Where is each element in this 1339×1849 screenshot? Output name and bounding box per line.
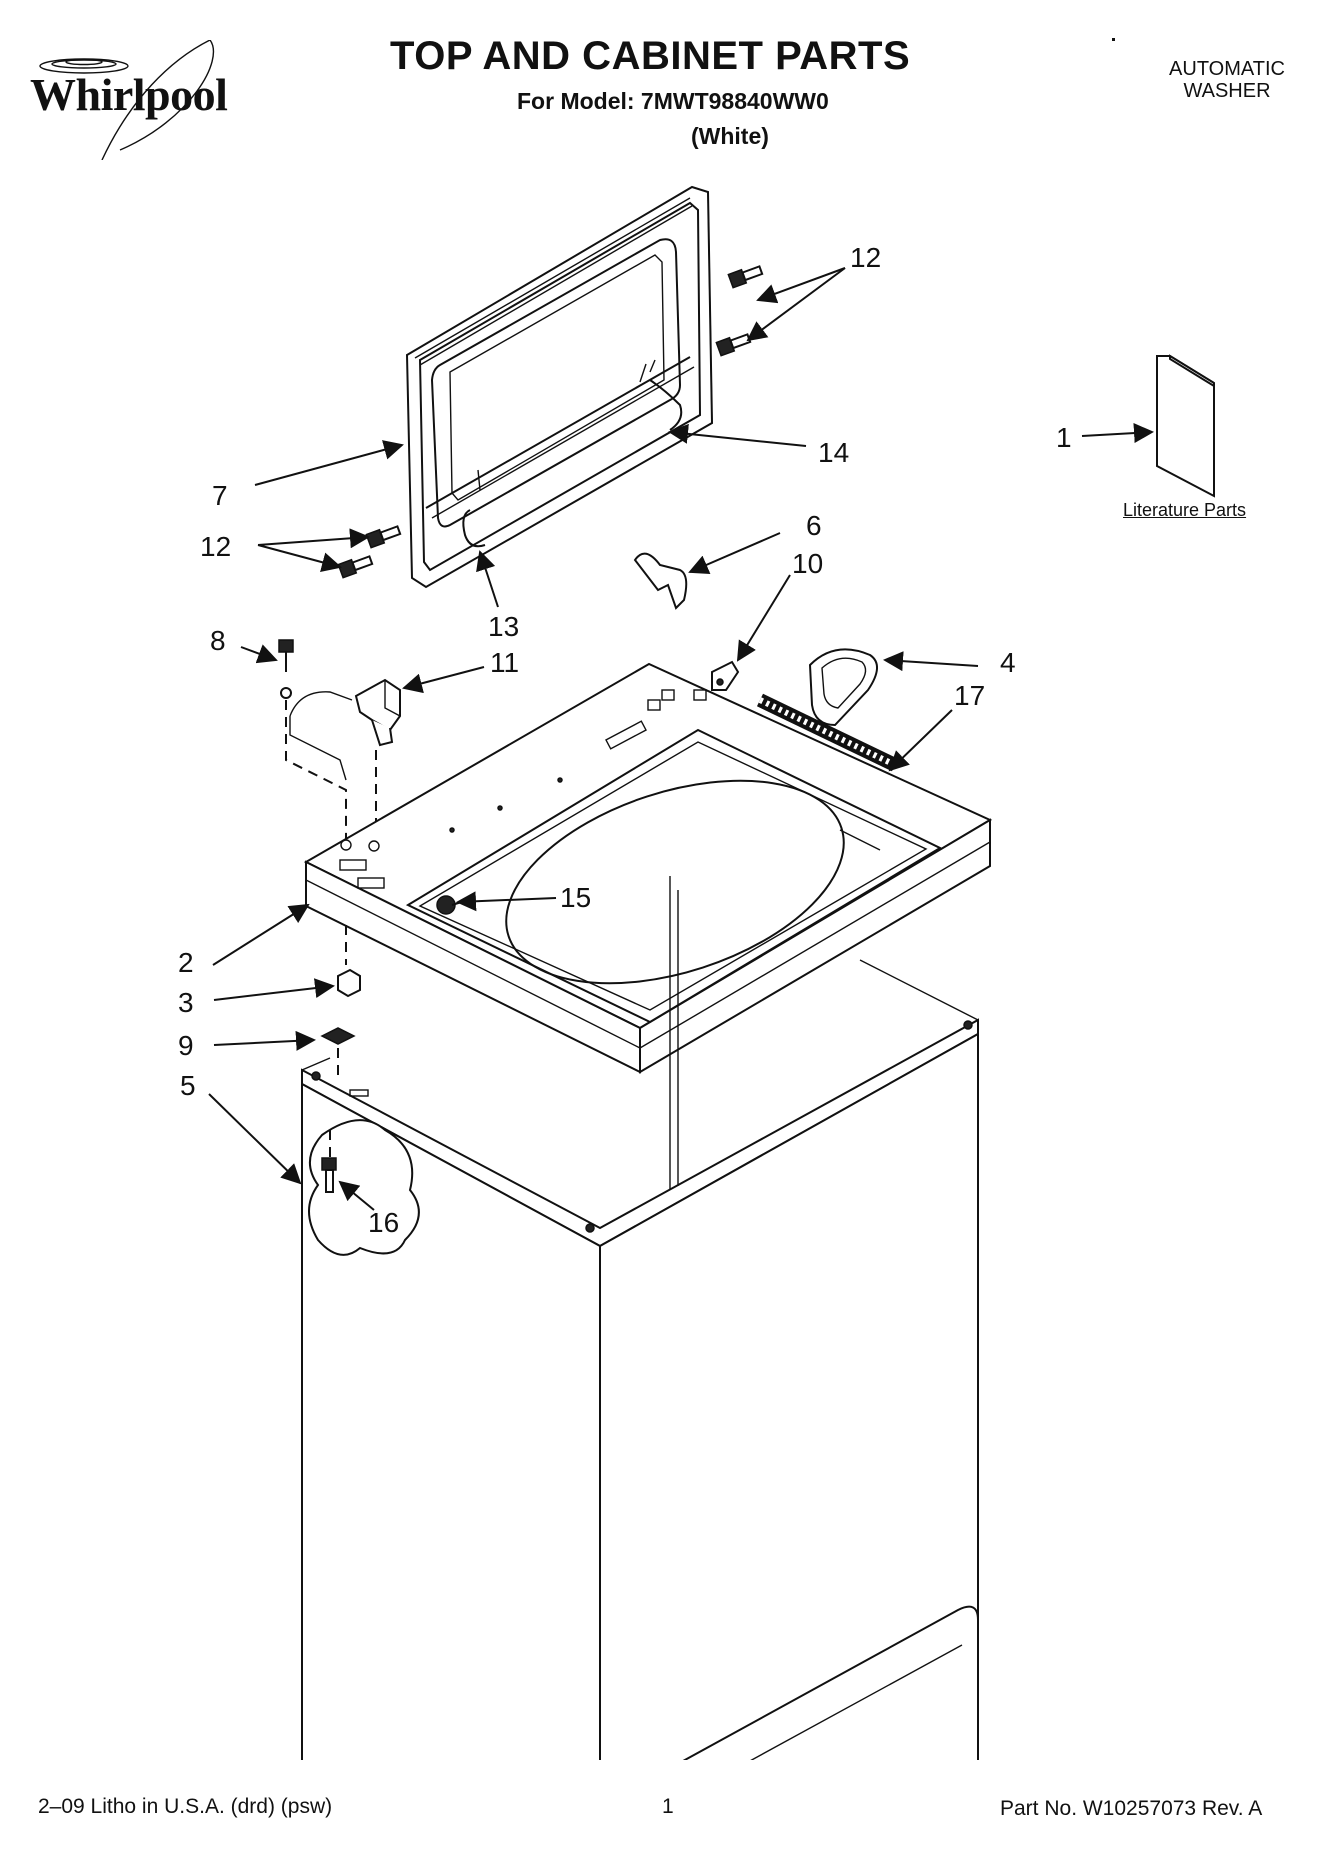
cabinet — [301, 876, 979, 1760]
exploded-parts-diagram: 1 2 3 4 5 6 7 8 9 10 11 12 12 13 14 15 1… — [178, 185, 1215, 1760]
dot-mark — [1112, 38, 1115, 41]
callout-16: 16 — [368, 1207, 399, 1238]
literature-parts-caption: Literature Parts — [1123, 500, 1247, 520]
small-clip — [711, 660, 740, 691]
callout-2: 2 — [178, 947, 194, 978]
callout-10: 10 — [792, 548, 823, 579]
dispenser-cup — [808, 648, 878, 727]
callout-12-left: 12 — [200, 531, 231, 562]
whirlpool-logo: Whirlpool — [20, 40, 270, 160]
callout-14: 14 — [818, 437, 849, 468]
callout-9: 9 — [178, 1030, 194, 1061]
footer-part-number: Part No. W10257073 Rev. A — [1000, 1797, 1263, 1820]
lid-screws-left — [337, 525, 402, 579]
color-variant: (White) — [691, 123, 769, 149]
top-panel — [303, 662, 993, 1074]
washer-lid — [405, 185, 714, 589]
lid-switch — [289, 678, 401, 781]
callout-11: 11 — [490, 647, 519, 678]
callout-numbers: 1 2 3 4 5 6 7 8 9 10 11 12 12 13 14 15 1… — [178, 242, 1072, 1238]
logo-swirl-icon — [39, 40, 215, 160]
callout-5: 5 — [180, 1070, 196, 1101]
footer-page-number: 1 — [662, 1795, 674, 1818]
square-clip — [320, 1027, 356, 1045]
lid-screws-top — [715, 265, 764, 357]
callout-13: 13 — [488, 611, 519, 642]
product-type: AUTOMATIC WASHER — [1152, 58, 1302, 102]
callout-8: 8 — [210, 625, 226, 656]
callout-7: 7 — [212, 480, 228, 511]
callout-leaders — [208, 267, 1154, 1211]
callout-1: 1 — [1056, 422, 1072, 453]
page-title: TOP AND CABINET PARTS — [390, 34, 911, 78]
product-type-line2: WASHER — [1183, 80, 1271, 102]
brand-name: Whirlpool — [30, 69, 228, 120]
switch-screw — [278, 639, 294, 699]
model-number: For Model: 7MWT98840WW0 — [517, 88, 829, 114]
callout-12-top: 12 — [850, 242, 881, 273]
callout-6: 6 — [806, 510, 822, 541]
footer-print-info: 2–09 Litho in U.S.A. (drd) (psw) — [38, 1795, 333, 1818]
callout-4: 4 — [1000, 647, 1016, 678]
literature-booklet — [1156, 354, 1215, 498]
gasket-strip — [756, 693, 899, 772]
hinge-clip — [633, 552, 688, 610]
callout-3: 3 — [178, 987, 194, 1018]
callout-15: 15 — [560, 882, 591, 913]
nut — [337, 968, 361, 998]
callout-17: 17 — [954, 680, 985, 711]
product-type-line1: AUTOMATIC — [1169, 58, 1285, 80]
